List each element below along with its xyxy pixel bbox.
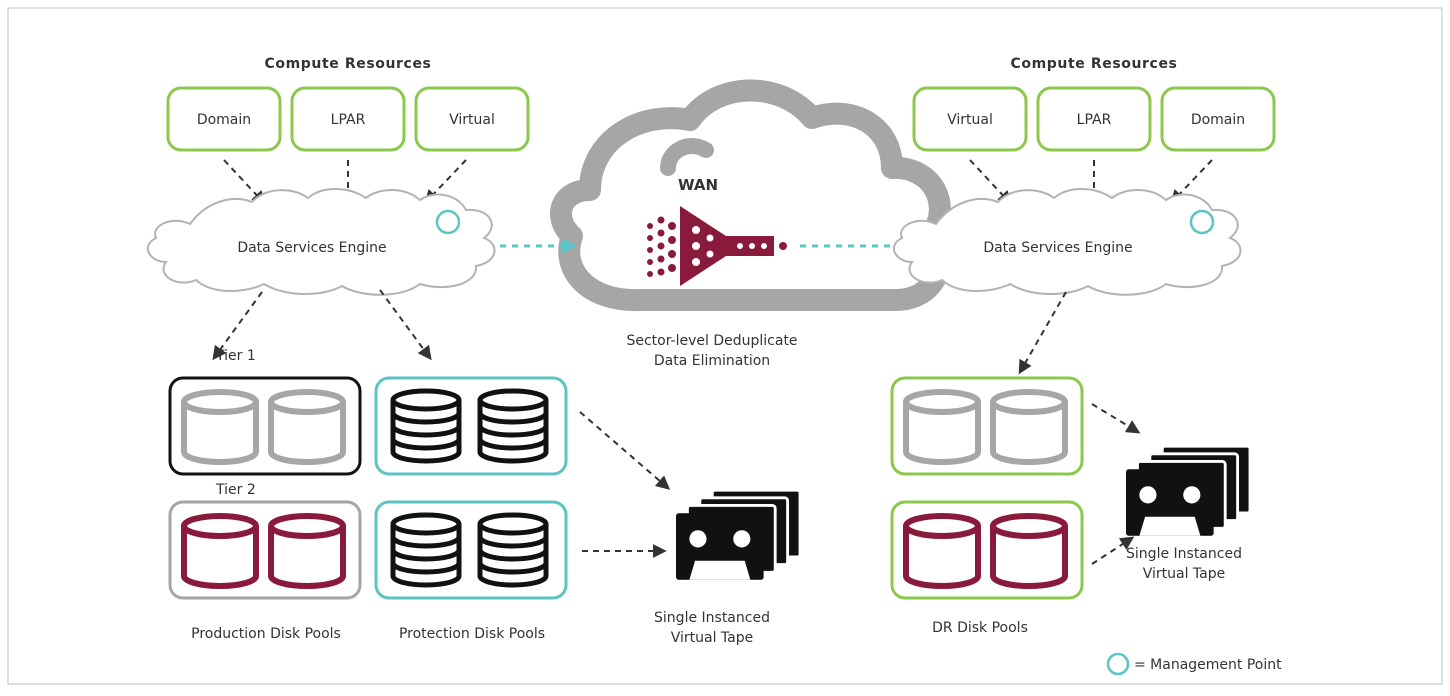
arrow-virtual-to-right-engine: [969, 159, 1012, 206]
wan-label: WAN: [678, 176, 718, 194]
right-tape-label-1: Single Instanced: [1126, 546, 1242, 562]
legend-label: = Management Point: [1134, 657, 1282, 673]
tier2-label: Tier 2: [215, 482, 256, 498]
arrow-engine-to-protection: [379, 289, 432, 361]
arrow-protection-to-tape: [579, 411, 671, 490]
svg-text:LPAR: LPAR: [331, 112, 366, 128]
wan-caption-2: Data Elimination: [654, 353, 770, 369]
production-disk-pools-label: Production Disk Pools: [191, 626, 341, 642]
left-tape-label-1: Single Instanced: [654, 610, 770, 626]
left-node-domain: Domain: [166, 86, 282, 152]
legend-management-point-icon: [1106, 652, 1130, 676]
left-management-point-icon: [435, 209, 461, 235]
left-tape-label-2: Virtual Tape: [671, 630, 754, 646]
deduplication-funnel-icon: [647, 206, 787, 286]
svg-text:Domain: Domain: [197, 112, 251, 128]
left-compute-header: Compute Resources: [265, 56, 432, 72]
protection-disk-pool-2: [374, 500, 568, 600]
left-node-virtual: Virtual: [414, 86, 530, 152]
right-management-point-icon: [1189, 209, 1215, 235]
arrow-dr2-to-tape: [1091, 536, 1135, 565]
right-node-virtual: Virtual: [912, 86, 1028, 152]
right-engine-cloud: Data Services Engine: [892, 188, 1242, 296]
right-node-domain: Domain: [1160, 86, 1276, 152]
wan-caption-1: Sector-level Deduplicate: [626, 333, 797, 349]
protection-disk-pools-label: Protection Disk Pools: [399, 626, 545, 642]
dr-disk-pool-2: [890, 500, 1084, 600]
svg-text:LPAR: LPAR: [1077, 112, 1112, 128]
left-engine-cloud: Data Services Engine: [146, 188, 496, 296]
arrow-domain-to-engine: [223, 159, 266, 206]
production-disk-pool: [168, 500, 362, 600]
tier1-label: Tier 1: [215, 348, 256, 364]
right-node-lpar: LPAR: [1036, 86, 1152, 152]
protection-disk-pool-1: [374, 376, 568, 476]
right-engine-label: Data Services Engine: [983, 240, 1132, 256]
arrow-engine-to-tier1: [212, 291, 263, 361]
svg-text:Virtual: Virtual: [449, 112, 495, 128]
arrow-right-engine-to-dr: [1018, 291, 1067, 375]
right-compute-header: Compute Resources: [1011, 56, 1178, 72]
dr-disk-pools-label: DR Disk Pools: [932, 620, 1028, 636]
left-node-lpar: LPAR: [290, 86, 406, 152]
right-tape-label-2: Virtual Tape: [1143, 566, 1226, 582]
svg-text:Virtual: Virtual: [947, 112, 993, 128]
right-virtual-tape-icon: [1126, 446, 1250, 536]
left-virtual-tape-icon: [676, 490, 800, 580]
svg-text:Domain: Domain: [1191, 112, 1245, 128]
left-engine-label: Data Services Engine: [237, 240, 386, 256]
tier1-disk-pool: [168, 376, 362, 476]
dr-disk-pool-1: [890, 376, 1084, 476]
wan-cloud: WAN: [550, 79, 951, 312]
arrow-dr1-to-tape: [1091, 403, 1141, 434]
diagram-frame: [7, 7, 1443, 685]
